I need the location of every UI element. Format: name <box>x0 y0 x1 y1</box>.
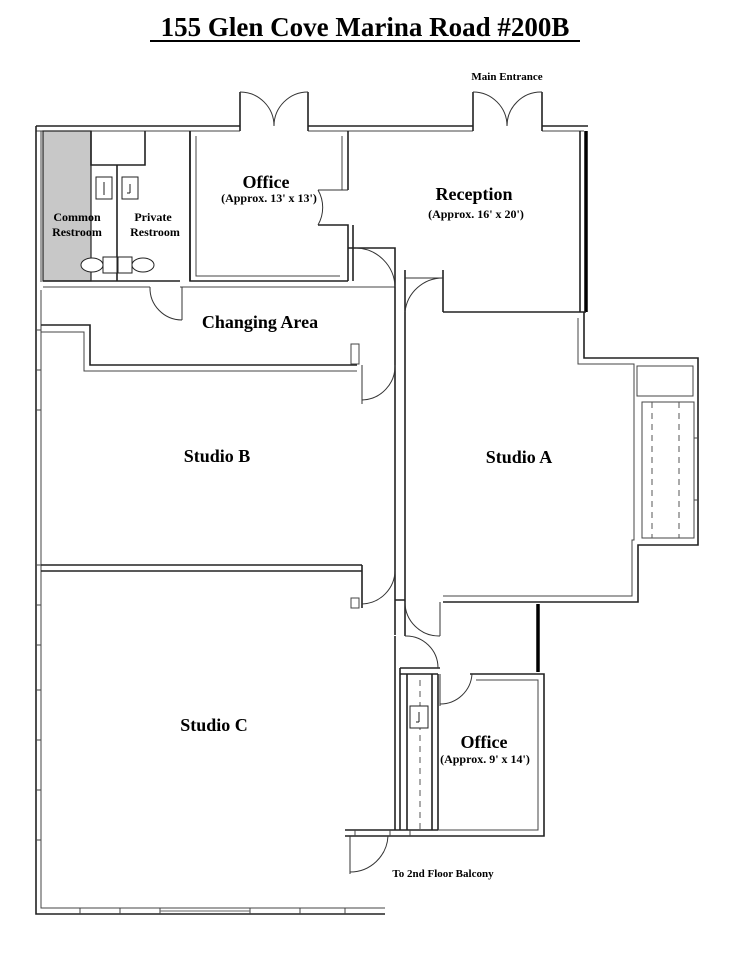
studio-c-name: Studio C <box>180 715 248 735</box>
walls <box>35 92 699 915</box>
common-restroom-fill <box>42 130 92 282</box>
page-title: 155 Glen Cove Marina Road #200B <box>161 12 570 42</box>
doors <box>149 91 543 874</box>
main-entrance-label: Main Entrance <box>471 71 542 83</box>
studio-a-name: Studio A <box>486 447 553 467</box>
office-bottom-name: Office <box>461 732 508 752</box>
office-top-dims: (Approx. 13' x 13') <box>221 191 317 205</box>
toilet-icon <box>80 257 104 273</box>
private-restroom-label-2: Restroom <box>130 225 180 239</box>
common-restroom-label-1: Common <box>53 210 101 224</box>
common-restroom-label-2: Restroom <box>52 225 102 239</box>
changing-area-name: Changing Area <box>202 312 318 332</box>
office-top-name: Office <box>243 172 290 192</box>
office-bottom-dims: (Approx. 9' x 14') <box>440 752 530 766</box>
toilet-icon <box>131 257 155 273</box>
fixtures <box>80 176 429 729</box>
reception-name: Reception <box>436 184 513 204</box>
private-restroom-label-1: Private <box>134 210 172 224</box>
reception-dims: (Approx. 16' x 20') <box>428 207 524 221</box>
balcony-label: To 2nd Floor Balcony <box>392 868 494 880</box>
studio-b-name: Studio B <box>184 446 251 466</box>
